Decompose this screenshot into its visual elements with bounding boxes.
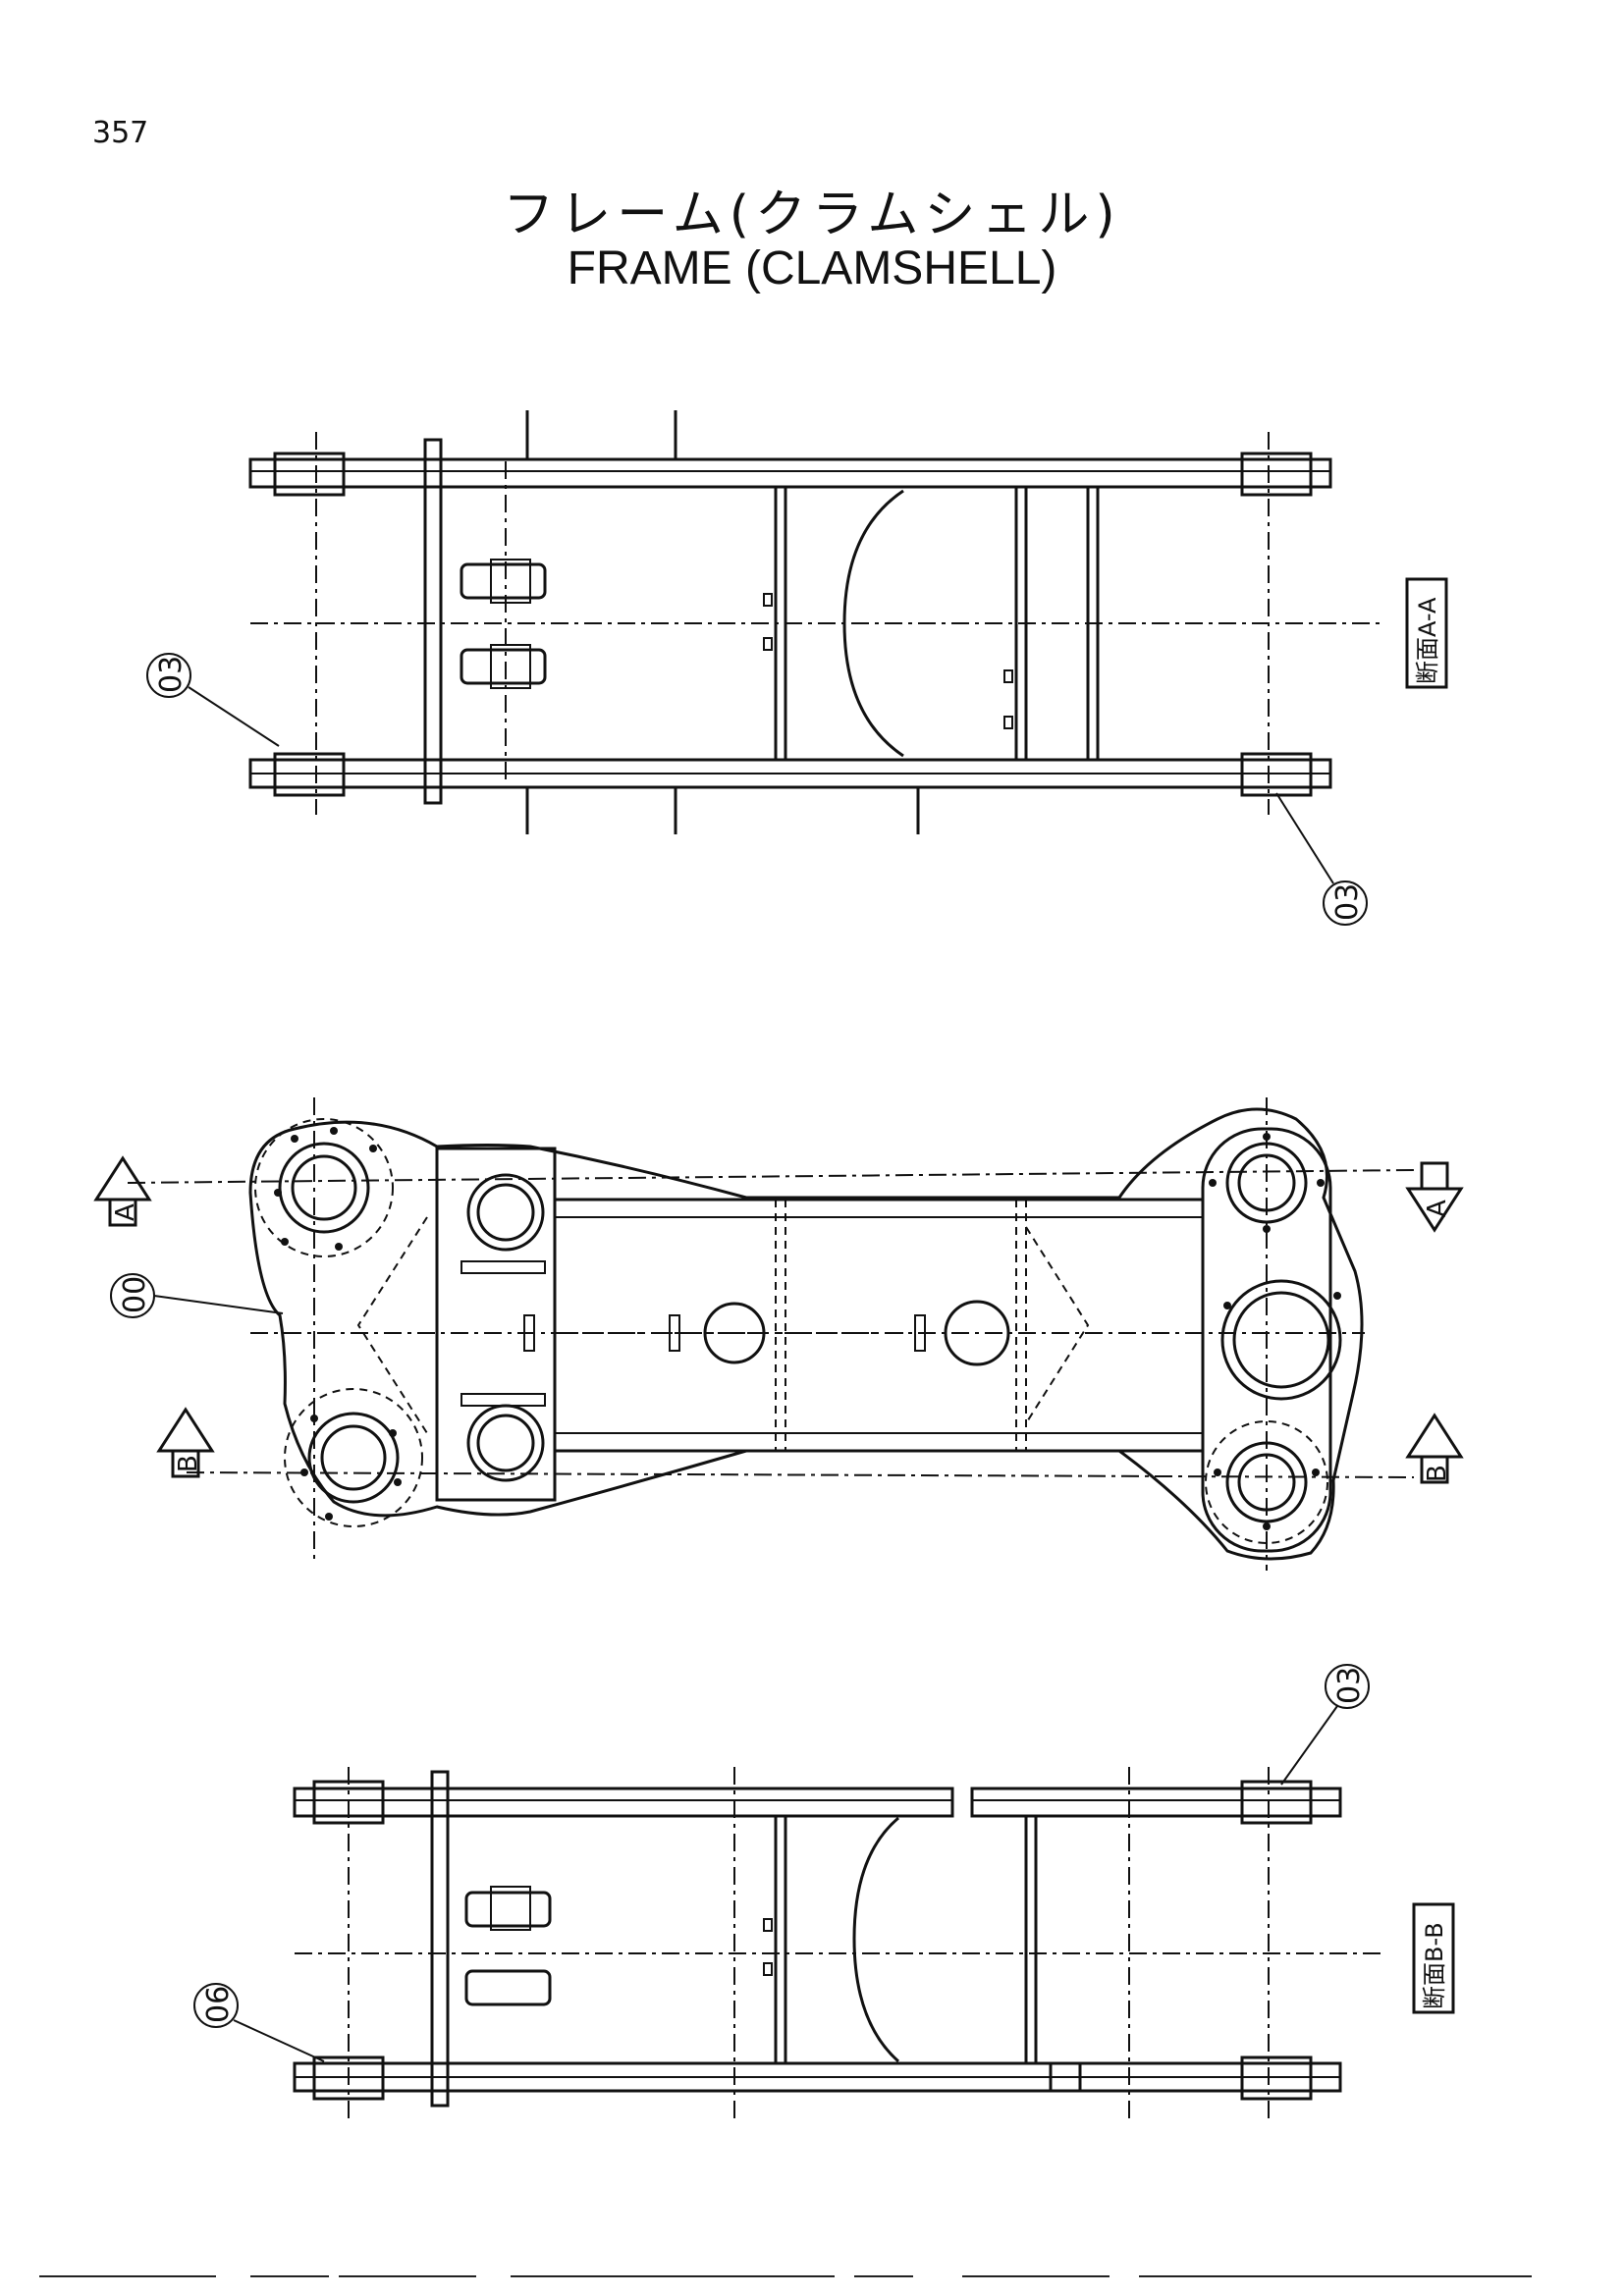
section-label-b: 断面B-B bbox=[1412, 1902, 1455, 2014]
page-number: 357 bbox=[92, 116, 149, 150]
view-section-b bbox=[293, 1767, 1384, 2120]
callout-03-top-right: 03 bbox=[1275, 792, 1368, 926]
callout-03-top-left: 03 bbox=[146, 653, 280, 747]
section-label-a: 断面A-A bbox=[1405, 577, 1448, 689]
callout-03-text: 03 bbox=[1332, 1667, 1367, 1704]
view-section-a bbox=[248, 410, 1384, 834]
callout-00-text: 00 bbox=[118, 1276, 152, 1313]
footer-rule bbox=[250, 2275, 329, 2277]
footer-rule bbox=[39, 2275, 216, 2277]
arrow-b-label: B bbox=[1423, 1465, 1452, 1482]
view-plan bbox=[127, 1097, 1415, 1571]
section-arrow-a-right: A bbox=[1405, 1161, 1464, 1233]
callout-03-bottom-right: 03 bbox=[1280, 1664, 1370, 1786]
footer-rule bbox=[511, 2275, 835, 2277]
callout-03-text: 03 bbox=[1330, 883, 1365, 921]
footer-rule bbox=[854, 2275, 913, 2277]
section-arrow-b-left: B bbox=[156, 1407, 215, 1478]
section-b-text: 断面B-B bbox=[1421, 1922, 1448, 2009]
section-arrow-b-right: B bbox=[1405, 1413, 1464, 1484]
arrow-a-label: A bbox=[1423, 1200, 1452, 1217]
footer-rule bbox=[1139, 2275, 1532, 2277]
callout-06-text: 06 bbox=[201, 1986, 236, 2023]
callout-00: 00 bbox=[110, 1273, 284, 1318]
footer-rule bbox=[339, 2275, 476, 2277]
arrow-b-label: B bbox=[174, 1455, 203, 1472]
section-a-text: 断面A-A bbox=[1414, 597, 1441, 684]
title-english: FRAME (CLAMSHELL) bbox=[567, 242, 1057, 294]
callout-06: 06 bbox=[193, 1983, 325, 2062]
title-japanese: フレーム(クラムシェル) bbox=[503, 186, 1121, 244]
arrow-a-label: A bbox=[111, 1203, 140, 1221]
section-arrow-a-left: A bbox=[93, 1155, 152, 1227]
footer-rule bbox=[962, 2275, 1110, 2277]
callout-03-text: 03 bbox=[154, 656, 189, 693]
